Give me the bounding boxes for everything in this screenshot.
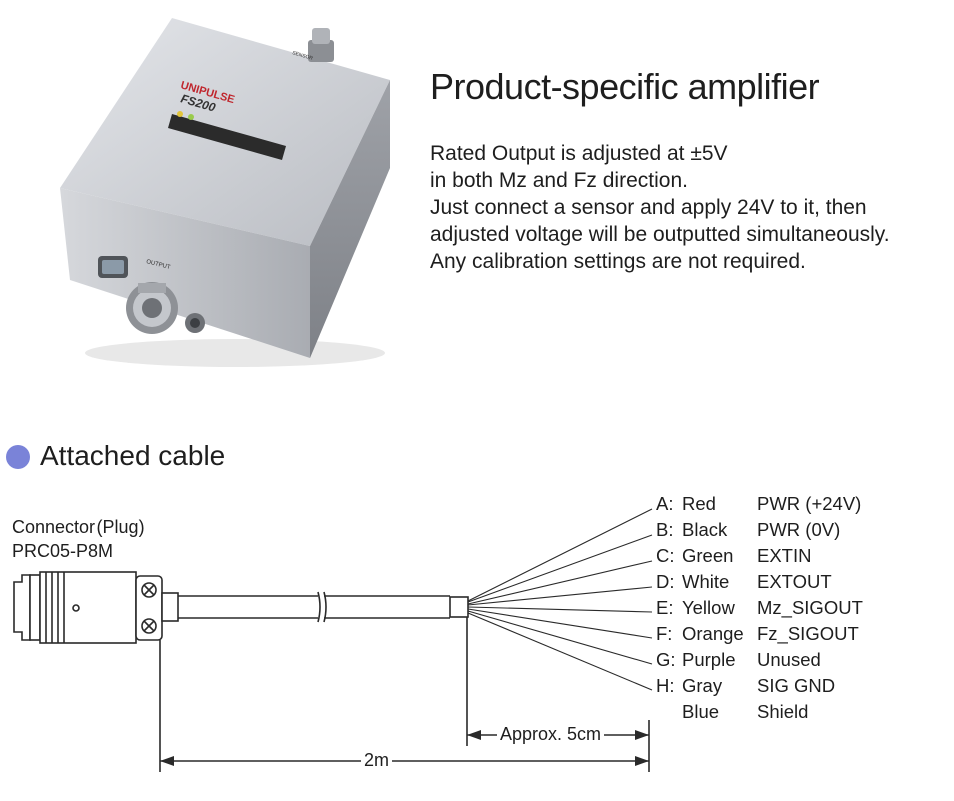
wire-letter: E: [656,597,674,618]
wire-signal: SIG GND [757,675,836,696]
connector-label: Connector (Plug) [12,517,145,537]
wire-signal: PWR (0V) [757,519,841,540]
wire-signal: Unused [757,649,821,670]
wire-letter: B: [656,519,674,540]
wire-color: Blue [682,701,720,722]
wire-color: White [682,571,730,592]
wire-signal: Mz_SIGOUT [757,597,863,618]
wire-letter: A: [656,493,674,514]
wire-color: Red [682,493,716,514]
wire-letter: F: [656,623,673,644]
dimension-long-label: 2m [361,750,393,771]
description-line: Just connect a sensor and apply 24V to i… [430,196,867,219]
output-port-label: OUTPUT [146,259,172,271]
wire-color: Gray [682,675,723,696]
dimension-short-label: Approx. 5cm [497,724,605,745]
wire-letter: H: [656,675,675,696]
wire-signal: EXTOUT [757,571,832,592]
connector-model: PRC05-P8M [12,541,114,561]
section-title: Attached cable [40,440,226,471]
wire-letter: G: [656,649,676,670]
description-line: Any calibration settings are not require… [430,250,806,273]
wire-signal: Fz_SIGOUT [757,623,859,644]
wire-color: Green [682,545,734,566]
description-line: Rated Output is adjusted at ±5V [430,142,728,165]
wire-signal: PWR (+24V) [757,493,862,514]
section-bullet-icon [6,445,30,469]
amplifier-photo: UNIPULSE FS200 SENSOR OUTPUT [60,18,390,367]
wire-letter: C: [656,545,675,566]
wire-color: Orange [682,623,744,644]
description-line: in both Mz and Fz direction. [430,169,688,192]
description-line: adjusted voltage will be outputted simul… [430,223,890,246]
wire-color: Black [682,519,728,540]
wire-color: Yellow [682,597,735,618]
wire-signal: EXTIN [757,545,812,566]
product-description: Rated Output is adjusted at ±5V in both … [430,140,890,275]
wire-signal: Shield [757,701,809,722]
wire-color: Purple [682,649,736,670]
sensor-port-label: SENSOR [291,50,313,62]
page-title: Product-specific amplifier [430,66,820,107]
wire-letter: D: [656,571,675,592]
